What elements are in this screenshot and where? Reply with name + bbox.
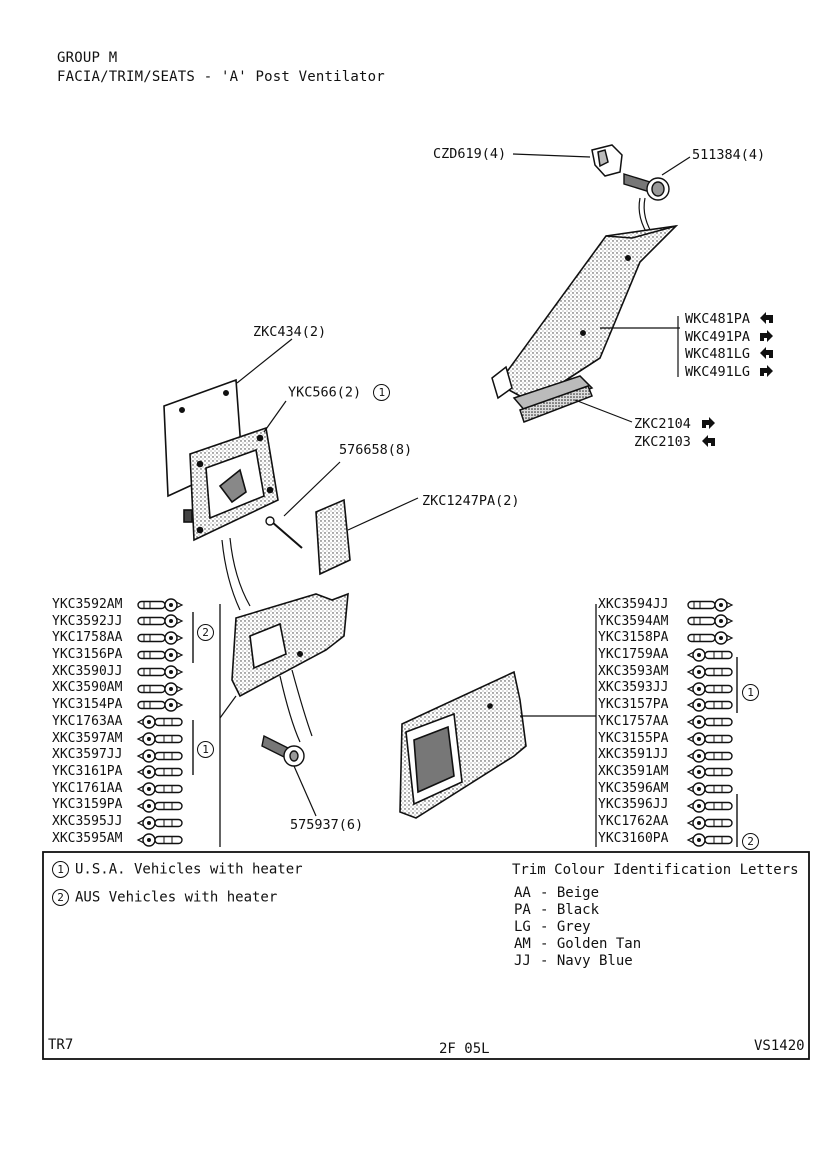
left-trim-panel-part [231,592,349,698]
footer-page: 2F 05L [439,1041,490,1057]
label-575937: 575937(6) [290,817,364,833]
pin-576658-part [265,516,303,549]
label-576658: 576658(8) [339,442,413,458]
list-item: XKC3594JJ [598,597,669,612]
list-item: XKC3590AM [52,680,123,696]
list-item: YKC1757AA [598,713,669,729]
list-item: YKC3157PA [598,697,669,713]
list-item: YKC3596JJ [598,797,669,813]
note-aus-text: AUS Vehicles with heater [75,889,278,906]
label-wkc481pa: WKC481PA [685,311,751,327]
label-zkc2104: ZKC2104 [634,416,691,432]
list-item: XKC3593AM [598,663,669,679]
list-item: YKC3154PA [52,697,123,713]
label-wkc491pa: WKC491PA [685,328,751,345]
note-marker-1: 1 [373,384,391,401]
trim-colour-row: LG- Grey [514,919,591,935]
vent-housing-part [183,426,279,542]
trim-colour-row: AA- Beige [514,885,600,901]
footer-model: TR7 [48,1037,74,1053]
list-item: YKC3592JJ [52,613,123,629]
list-item: XKC3590JJ [52,663,123,679]
list-item: YKC3156PA [52,647,123,663]
list-item: XKC3591AM [598,763,669,779]
list-item: XKC3595AM [52,830,123,846]
page-title: FACIA/TRIM/SEATS - 'A' Post Ventilator [57,69,385,85]
foam-pad-part [315,498,351,576]
left-group-marker-1: 1 [197,741,214,758]
trim-colour-row: PA- Black [514,902,600,918]
footer-ref: VS1420 [754,1038,805,1054]
retainer-strip-part [491,365,594,423]
a-post-trim-part [496,224,679,397]
screw-575937-part [261,734,305,767]
list-item: YKC3158PA [598,630,669,646]
left-fastener-icons [137,598,183,847]
right-trim-panel-part [399,670,527,819]
label-wkc481lg: WKC481LG [685,346,751,362]
list-item: XKC3597JJ [52,747,123,763]
label-wkc-group: WKC481PA WKC491PA WKC481LG WKC491LG [685,311,750,381]
screw-511384-part [623,173,670,201]
left-group-marker-2: 2 [197,624,214,641]
arrow-right-icon [760,330,773,342]
list-item: YKC3160PA [598,830,669,846]
list-item: YKC3592AM [52,597,123,612]
label-ykc566: YKC566(2) 1 [288,384,396,401]
arrow-left-icon [702,435,715,447]
arrow-right-icon [760,365,773,377]
trim-colour-list: AA- Beige PA- Black LG- Grey AM- Golden … [514,885,641,970]
group-label: GROUP M [57,50,118,66]
right-group-marker-2: 2 [742,833,759,850]
label-ykc566-text: YKC566(2) [288,384,362,401]
list-item: YKC1758AA [52,630,123,646]
list-item: YKC3155PA [598,730,669,746]
list-item: YKC3159PA [52,797,123,813]
list-item: XKC3593JJ [598,680,669,696]
arrow-right-icon [702,417,715,429]
list-item: XKC3595JJ [52,813,123,829]
list-item: YKC1759AA [598,647,669,663]
label-zkc434: ZKC434(2) [253,324,327,340]
note-usa-text: U.S.A. Vehicles with heater [75,861,303,878]
notes-box [42,851,810,1060]
list-item: YKC1761AA [52,780,123,796]
note-marker-1: 1 [52,861,69,878]
label-wkc491lg: WKC491LG [685,363,751,380]
note-usa: 1 U.S.A. Vehicles with heater [52,861,303,878]
left-part-list: YKC3592AM YKC3592JJ YKC1758AA YKC3156PA … [52,597,122,847]
label-511384: 511384(4) [692,147,766,163]
arrow-left-icon [760,347,773,359]
leader-czd619 [512,153,591,158]
list-item: YKC3594AM [598,613,669,629]
right-fastener-icons [687,598,733,847]
list-item: XKC3591JJ [598,747,669,763]
list-item: YKC3161PA [52,763,123,779]
list-item: YKC3596AM [598,780,669,796]
right-group-marker-1: 1 [742,684,759,701]
label-zkc2103: ZKC2103 [634,434,691,450]
label-zkc1247pa: ZKC1247PA(2) [422,493,520,509]
clip-czd619-part [591,144,623,177]
arrow-left-icon [760,312,773,324]
note-marker-2: 2 [52,889,69,906]
list-item: XKC3597AM [52,730,123,746]
note-aus: 2 AUS Vehicles with heater [52,889,277,906]
list-item: YKC1762AA [598,813,669,829]
right-part-list: XKC3594JJ YKC3594AM YKC3158PA YKC1759AA … [598,597,668,847]
label-czd619: CZD619(4) [433,146,507,162]
trim-colour-row: JJ- Navy Blue [514,953,633,969]
trim-colour-row: AM- Golden Tan [514,936,642,952]
trim-colour-title: Trim Colour Identification Letters [512,862,799,878]
list-item: YKC1763AA [52,713,123,729]
